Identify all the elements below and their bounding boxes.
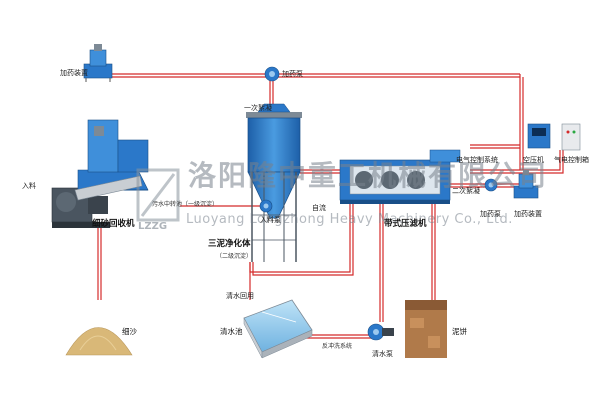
label-secondary-settling: （二级沉淀） bbox=[216, 253, 253, 260]
mud-cake-image bbox=[405, 300, 447, 358]
label-dosing-device-right: 加药装置 bbox=[514, 210, 542, 218]
watermark-company-name-cn: 洛阳隆中重工机械有限公司 bbox=[188, 159, 549, 192]
watermark-company-name-en: Luoyang Longzhong Heavy Machinery Co., L… bbox=[186, 212, 513, 227]
label-fine-sand-recovery: 细砂回收机 bbox=[92, 219, 135, 229]
fine-sand-pile-image bbox=[65, 327, 133, 356]
label-backwash-system: 反冲洗系统 bbox=[322, 343, 353, 350]
air-compressor-icon bbox=[527, 123, 551, 149]
dosing-pump-right-icon bbox=[484, 178, 498, 192]
label-gas-control-cabinet: 气电控制箱 bbox=[554, 156, 589, 164]
label-dosing-pump-top: 加药泵 bbox=[282, 70, 303, 78]
label-mud-cake: 泥饼 bbox=[452, 327, 467, 336]
belt-filter-press-icon bbox=[339, 149, 461, 204]
dosing-pump-top-icon bbox=[264, 66, 280, 82]
inlet-chute bbox=[74, 175, 143, 201]
label-dosing-pump-right: 加药泵 bbox=[480, 210, 501, 218]
label-belt-filter-press: 带式压滤机 bbox=[384, 219, 427, 229]
label-primary-flocculation: 一次絮凝 bbox=[244, 104, 272, 112]
label-clear-water-return: 清水回用 bbox=[226, 292, 254, 300]
label-inlet-pump: 入料泵 bbox=[260, 216, 281, 224]
dosing-device-right-icon bbox=[513, 170, 539, 199]
label-triple-sludge-clarifier: 三泥净化体 bbox=[208, 239, 251, 249]
label-inlet: 入料 bbox=[22, 182, 36, 190]
label-dosing-device-top: 加药装置 bbox=[60, 69, 88, 77]
label-clear-water-pool: 清水池 bbox=[220, 327, 243, 336]
triple-sludge-clarifier-icon bbox=[246, 103, 302, 262]
label-self-flow: 自流 bbox=[312, 204, 326, 212]
inlet-pump-icon bbox=[259, 199, 273, 213]
label-clear-water-pump: 清水泵 bbox=[372, 350, 393, 358]
watermark-logo bbox=[136, 168, 180, 222]
dosing-device-top-icon bbox=[83, 44, 113, 82]
watermark-logo-text: LZZG bbox=[138, 221, 168, 232]
control-cabinet-icon bbox=[561, 123, 581, 151]
clear-water-pump-icon bbox=[367, 323, 394, 341]
label-fine-sand: 细沙 bbox=[122, 327, 137, 336]
label-secondary-flocculation: 二次絮凝 bbox=[452, 187, 480, 195]
clear-water-pool-icon bbox=[243, 299, 313, 359]
label-air-compressor: 空压机 bbox=[523, 156, 544, 164]
label-sewage-tank: 污水中转池（一级沉淀） bbox=[152, 201, 219, 208]
label-electric-control: 电气控制系统 bbox=[456, 156, 498, 164]
